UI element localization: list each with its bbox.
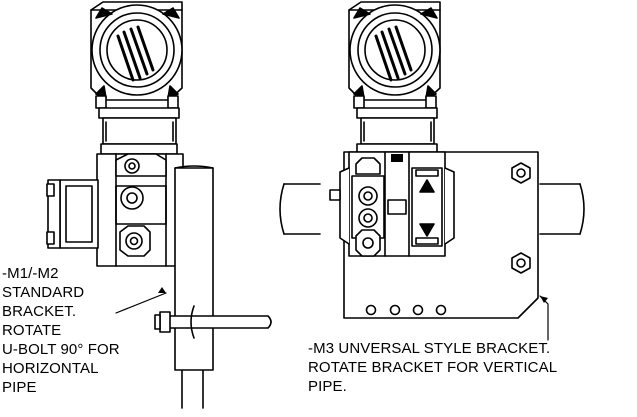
right-callout-line-2: ROTATE BRACKET FOR VERTICAL (308, 359, 558, 376)
right-transmitter-assembly (279, 1, 585, 341)
left-callout-line-7: PIPE (2, 379, 37, 396)
left-transmitter-housing (90, 1, 183, 109)
right-bracket-callout: -M3 UNVERSAL STYLE BRACKET. ROTATE BRACK… (308, 339, 557, 396)
right-housing-neck (356, 107, 438, 153)
right-callout-line-3: PIPE. (308, 378, 347, 395)
left-transmitter-assembly (46, 1, 272, 409)
left-u-bolt (154, 305, 272, 339)
left-housing-neck (98, 107, 180, 155)
left-standard-bracket (174, 165, 214, 371)
left-callout-line-1: -M1/-M2 (2, 265, 59, 282)
left-callout-line-6: HORIZONTAL (2, 360, 99, 377)
right-transmitter-body (329, 151, 455, 257)
left-transmitter-body (46, 153, 184, 267)
right-transmitter-housing (348, 1, 441, 109)
left-bracket-callout: -M1/-M2 STANDARD BRACKET. ROTATE U-BOLT … (2, 264, 120, 397)
left-callout-leader (115, 292, 167, 314)
right-horizontal-pipe (279, 183, 585, 235)
left-callout-line-3: BRACKET. (2, 303, 77, 320)
left-callout-line-5: U-BOLT 90° FOR (2, 341, 120, 358)
left-callout-line-4: ROTATE (2, 322, 62, 339)
left-callout-line-2: STANDARD (2, 284, 85, 301)
right-callout-line-1: -M3 UNVERSAL STYLE BRACKET. (308, 340, 551, 357)
